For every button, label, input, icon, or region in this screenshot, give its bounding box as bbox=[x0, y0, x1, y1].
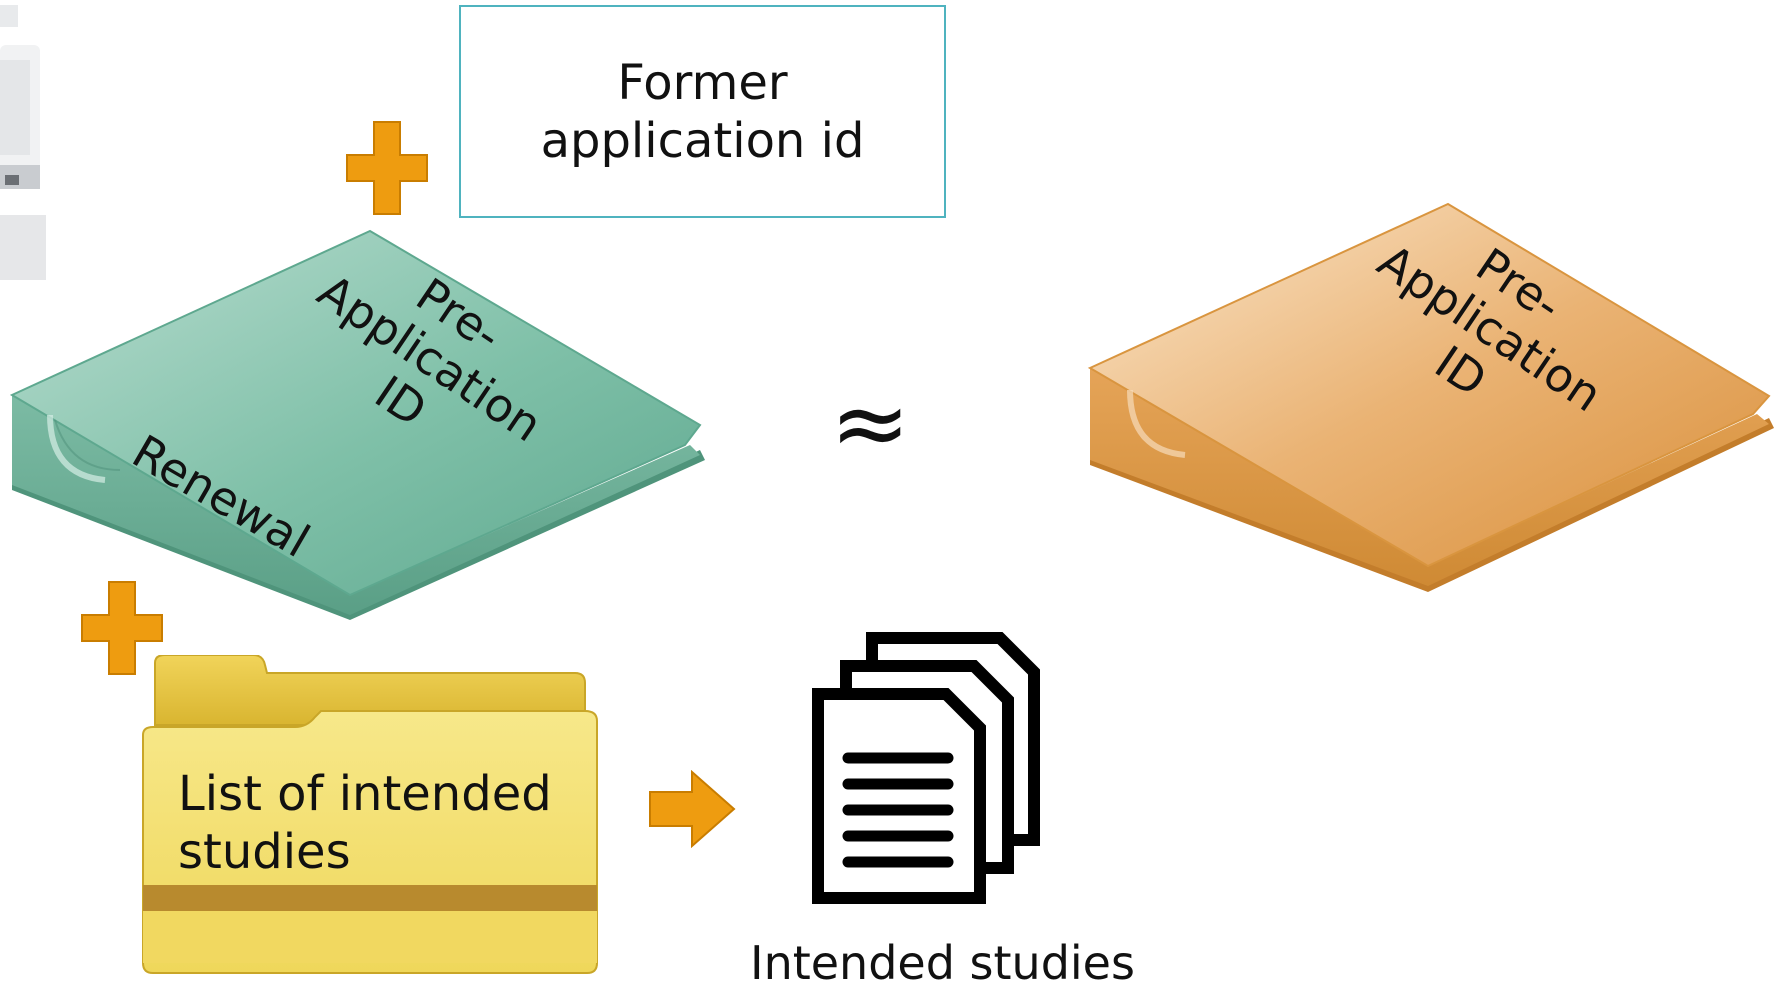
documents-icon bbox=[812, 632, 1040, 904]
intended-studies-caption: Intended studies bbox=[750, 936, 1135, 990]
arrow-right-icon bbox=[649, 770, 736, 848]
folder-icon bbox=[142, 655, 598, 974]
former-application-id-text: Former application id bbox=[540, 54, 865, 169]
plus-icon bbox=[81, 581, 163, 675]
former-application-id-box: Former application id bbox=[459, 5, 946, 218]
plus-icon bbox=[346, 121, 428, 215]
photo-fragment bbox=[0, 0, 46, 280]
binder-icon bbox=[1087, 202, 1774, 592]
folder-text: List of intended studies bbox=[178, 766, 552, 880]
approx-symbol: ≈ bbox=[830, 367, 911, 479]
binder-icon bbox=[10, 229, 705, 620]
